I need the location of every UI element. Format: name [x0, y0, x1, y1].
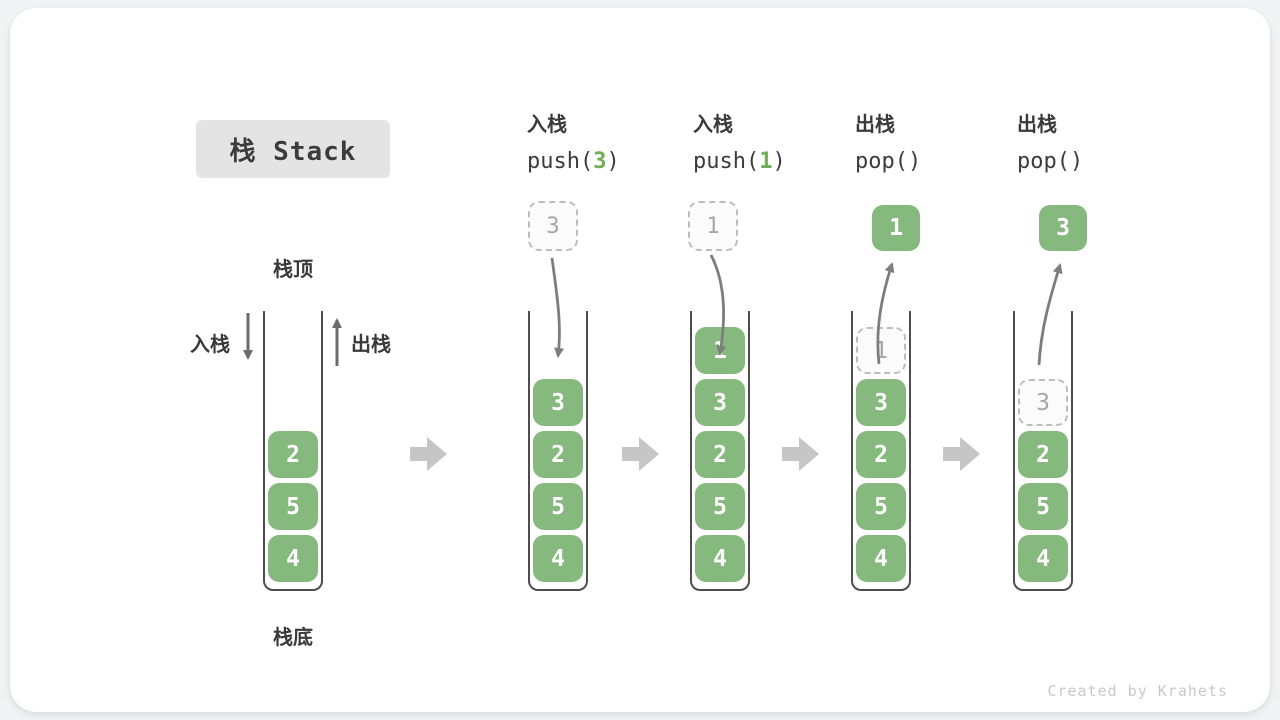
- stack-cell: 4: [533, 535, 583, 582]
- op-cn-label: 出栈: [1017, 114, 1057, 136]
- op-label-push-3: 入栈 push(3): [527, 113, 687, 175]
- diagram-card: 栈 Stack 入栈 push(3) 入栈 push(1) 出栈 pop() 出…: [10, 8, 1270, 712]
- stack-cell: 2: [856, 431, 906, 478]
- op-close: ): [907, 149, 922, 174]
- stack-cell: 1: [695, 327, 745, 374]
- push-direction-label: 入栈: [190, 334, 230, 356]
- transition-arrow-icon: [622, 437, 659, 471]
- stack-cell: 5: [695, 483, 745, 530]
- stack-cell: 3: [533, 379, 583, 426]
- pop-direction-label: 出栈: [351, 334, 391, 356]
- diagram-title: 栈 Stack: [196, 120, 390, 178]
- op-label-pop-first: 出栈 pop(): [855, 113, 1015, 175]
- stack-cell: 4: [856, 535, 906, 582]
- stack-cell: 5: [533, 483, 583, 530]
- stack-cell: 2: [533, 431, 583, 478]
- incoming-element: 1: [688, 201, 738, 251]
- stack-cell: 4: [268, 535, 318, 582]
- ghost-cell: 3: [1018, 379, 1068, 426]
- watermark: Created by Krahets: [1047, 682, 1228, 700]
- op-fn: pop(: [855, 149, 908, 174]
- transition-arrow-icon: [410, 437, 447, 471]
- op-fn: pop(: [1017, 149, 1070, 174]
- transition-arrow-icon: [782, 437, 819, 471]
- op-fn: push(: [693, 149, 760, 174]
- op-cn-label: 入栈: [527, 114, 567, 136]
- popped-element: 3: [1039, 205, 1087, 251]
- op-label-pop-second: 出栈 pop(): [1017, 113, 1177, 175]
- stack-cell: 3: [695, 379, 745, 426]
- stack-bottom-label: 栈底: [273, 627, 313, 649]
- transition-arrow-icon: [943, 437, 980, 471]
- op-code-label: pop(): [855, 149, 1015, 175]
- stack-cell: 3: [856, 379, 906, 426]
- op-code-label: push(1): [693, 149, 853, 175]
- op-fn: push(: [527, 149, 594, 174]
- op-arg: 1: [759, 149, 773, 174]
- popped-element: 1: [872, 205, 920, 251]
- op-close: ): [1069, 149, 1084, 174]
- stack-cell: 5: [268, 483, 318, 530]
- op-close: ): [772, 149, 786, 174]
- op-code-label: push(3): [527, 149, 687, 175]
- stack-cell: 4: [1018, 535, 1068, 582]
- ghost-cell: 1: [856, 327, 906, 374]
- stack-cell: 2: [695, 431, 745, 478]
- op-cn-label: 入栈: [693, 114, 733, 136]
- diagram-title-text: 栈 Stack: [229, 136, 357, 167]
- op-cn-label: 出栈: [855, 114, 895, 136]
- stack-cell: 4: [695, 535, 745, 582]
- op-close: ): [606, 149, 620, 174]
- stack-cell: 5: [1018, 483, 1068, 530]
- op-label-push-1: 入栈 push(1): [693, 113, 853, 175]
- stack-top-label: 栈顶: [273, 259, 313, 281]
- incoming-element: 3: [528, 201, 578, 251]
- stack-cell: 2: [1018, 431, 1068, 478]
- op-code-label: pop(): [1017, 149, 1177, 175]
- stack-cell: 2: [268, 431, 318, 478]
- op-arg: 3: [593, 149, 607, 174]
- stack-cell: 5: [856, 483, 906, 530]
